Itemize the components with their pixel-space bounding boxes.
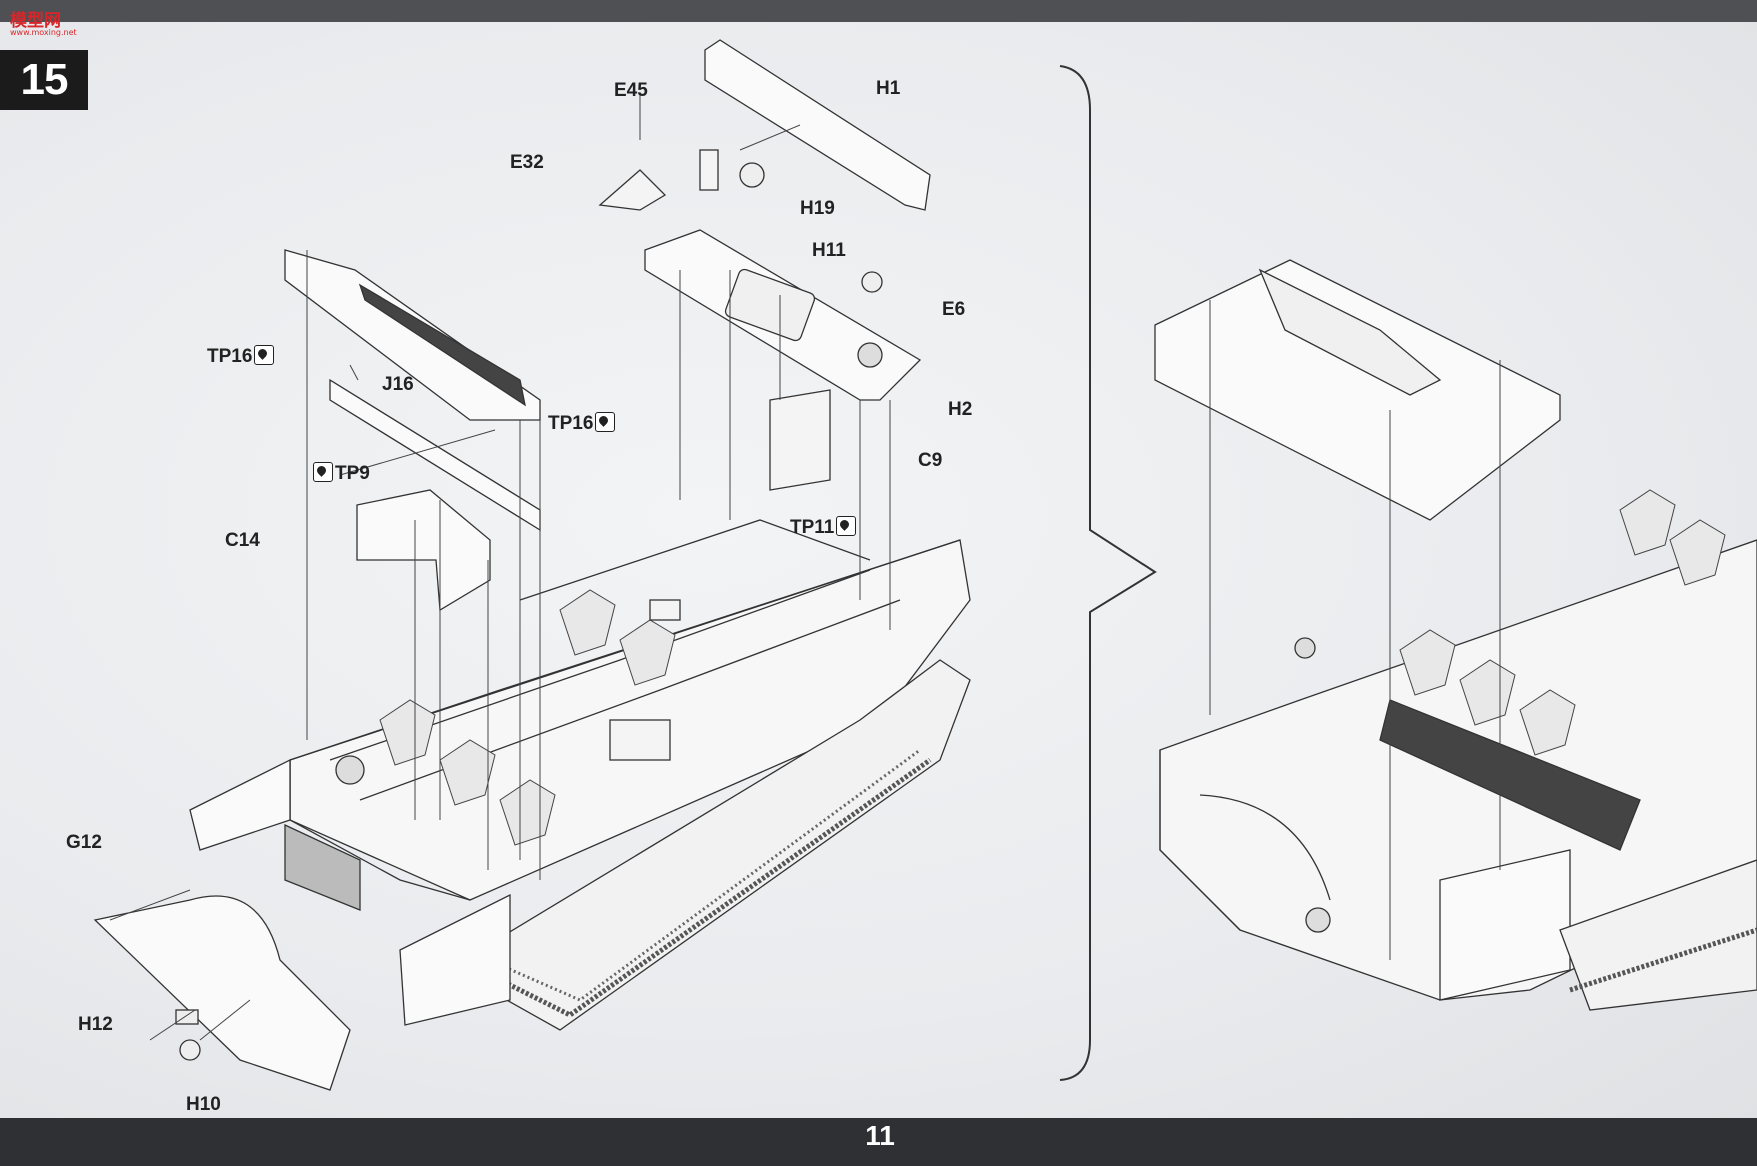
part-label-tp11: TP11 — [790, 516, 858, 539]
site-logo: 模型网 www.moxing.net — [4, 4, 77, 40]
divider-brace — [1059, 65, 1157, 1081]
part-label-j16: J16 — [382, 374, 414, 395]
page-number: 11 — [865, 1120, 895, 1151]
part-label-tp16-b-text: TP16 — [548, 413, 594, 434]
part-label-tp16-b: TP16 — [548, 412, 617, 435]
step-number: 15 — [0, 50, 88, 110]
part-label-tp16-a: TP16 — [207, 345, 276, 368]
part-label-e45: E45 — [614, 80, 648, 101]
part-label-tp9-text: TP9 — [335, 463, 370, 484]
part-label-h19: H19 — [800, 198, 835, 219]
site-logo-text: 模型网 — [10, 11, 61, 31]
part-label-tp9: TP9 — [311, 462, 370, 485]
site-logo-subtext: www.moxing.net — [10, 28, 77, 37]
part-label-tp11-text: TP11 — [790, 517, 835, 538]
part-label-tp16-a-text: TP16 — [207, 346, 253, 367]
part-label-e6: E6 — [942, 299, 966, 320]
part-label-h1: H1 — [876, 78, 901, 99]
part-label-c14: C14 — [225, 530, 260, 551]
part-label-e32: E32 — [510, 152, 544, 173]
cement-icon — [254, 345, 275, 365]
cement-icon — [313, 462, 333, 482]
part-label-h10: H10 — [186, 1094, 221, 1115]
part-label-h11: H11 — [812, 240, 846, 261]
cement-icon — [595, 412, 616, 432]
part-label-c9: C9 — [918, 450, 943, 471]
part-label-h12: H12 — [78, 1014, 113, 1035]
page-footer — [0, 1118, 1757, 1166]
part-label-g12: G12 — [66, 832, 102, 853]
hull-right — [1154, 259, 1757, 1011]
part-label-h2: H2 — [948, 399, 973, 420]
hull-left — [93, 39, 971, 1091]
cement-icon — [836, 516, 857, 536]
